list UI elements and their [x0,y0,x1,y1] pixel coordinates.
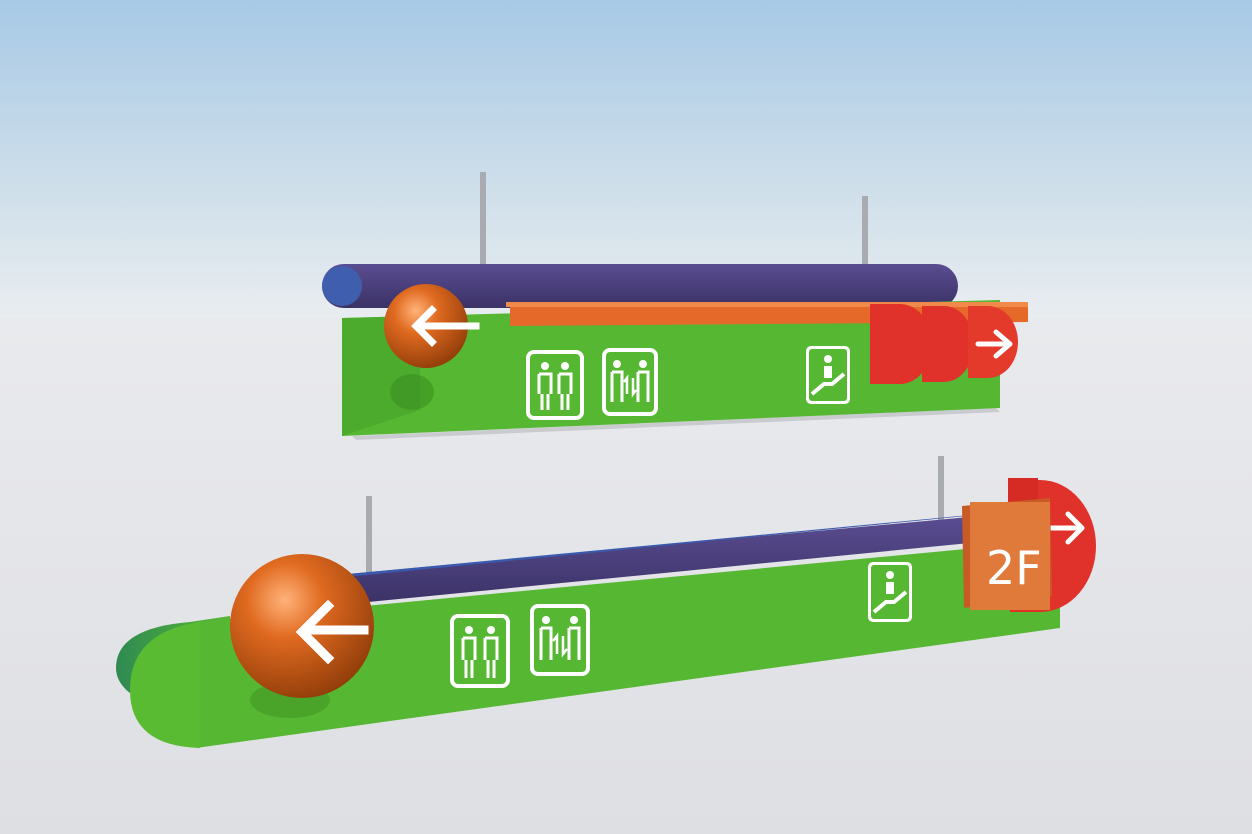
panel-shadow [352,408,1000,440]
arrow-right-icon [1047,511,1085,545]
elevator-icon [450,614,510,688]
hanging-rod [938,456,944,528]
hanging-rod [862,196,868,274]
top-bar [348,516,980,604]
escalator-icon [806,346,850,404]
upper-sign [322,172,1028,440]
arrow-right-icon [975,329,1013,359]
escalator-up-down-icon [602,348,658,416]
red-cap [922,306,974,382]
top-bar-edge [322,266,362,306]
orange-strip-top [506,302,1028,307]
sphere-shadow [390,374,434,410]
lower-sign: 2F [116,456,1096,748]
arrow-left-icon [295,599,369,665]
floor-label: 2F [986,541,1042,595]
top-bar-top [348,514,986,576]
elevator-icon [526,350,584,420]
green-panel [196,540,1060,748]
top-bar [322,264,958,308]
red-cap [870,304,932,384]
arrow-left-icon [411,305,480,347]
hanging-rod [366,496,372,586]
hanging-rod [480,172,486,268]
red-cap-top [1008,478,1038,502]
escalator-up-down-icon [530,604,590,676]
green-panel-end-face [130,622,200,748]
floor-box [970,502,1050,610]
escalator-icon [868,562,912,622]
